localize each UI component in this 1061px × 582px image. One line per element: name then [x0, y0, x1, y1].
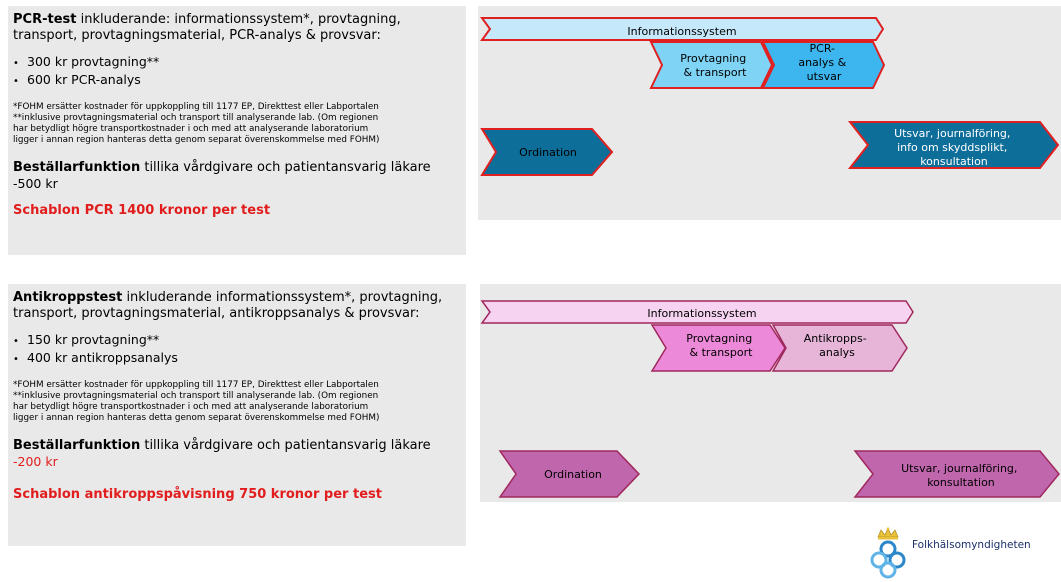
- pcr-flow-panel: Informationssystem Provtagning & transpo…: [478, 6, 1061, 220]
- list-item: 400 kr antikroppsanalys: [13, 350, 460, 368]
- antibody-info-system-label: Informationssystem: [647, 307, 756, 320]
- footnote-line: har betydligt högre transportkostnader i…: [13, 124, 369, 134]
- antibody-orderer: Beställarfunktion tillika vårdgivare och…: [13, 438, 460, 471]
- antibody-sampling-arrow: [650, 324, 786, 372]
- list-item: 150 kr provtagning**: [13, 332, 460, 350]
- orderer-bold: Beställarfunktion: [13, 160, 141, 175]
- orderer-rest: tillika vårdgivare och patientansvarig l…: [140, 160, 431, 175]
- antibody-analysis-label: Antikropps- analys: [804, 332, 870, 359]
- list-item: 600 kr PCR-analys: [13, 72, 460, 90]
- pcr-info-system-arrow: [480, 17, 885, 41]
- pcr-analysis-label: PCR- analys & utsvar: [798, 42, 849, 83]
- footnote-line: *FOHM ersätter kostnader för uppkoppling…: [13, 380, 379, 390]
- antibody-template-price: Schablon antikroppspåvisning 750 kronor …: [13, 487, 382, 502]
- antibody-info-system-arrow: [480, 300, 914, 324]
- pcr-description-box: PCR-test inkluderande: informationssyste…: [8, 6, 466, 255]
- antibody-result-label: Utsvar, journalföring, konsultation: [901, 462, 1021, 489]
- antibody-description-box: Antikroppstest inkluderande informations…: [8, 284, 466, 546]
- antibody-deduction: -200 kr: [13, 454, 58, 469]
- pcr-title: PCR-test: [13, 12, 77, 27]
- pcr-result-label: Utsvar, journalföring, info om skyddspli…: [894, 127, 1014, 168]
- antibody-title-rest: inkluderande informationssystem*, provta…: [13, 290, 443, 321]
- orderer-rest: tillika vårdgivare och patientansvarig l…: [140, 438, 431, 453]
- footnote-line: har betydligt högre transportkostnader i…: [13, 402, 369, 412]
- antibody-intro: Antikroppstest inkluderande informations…: [13, 290, 460, 322]
- pcr-template-price: Schablon PCR 1400 kronor per test: [13, 203, 271, 218]
- pcr-order-arrow: [480, 128, 614, 176]
- footnote-line: **inklusive provtagningsmaterial och tra…: [13, 113, 379, 123]
- pcr-title-rest: inkluderande: informationssystem*, provt…: [13, 12, 401, 43]
- antibody-flow-panel: Informationssystem Provtagning & transpo…: [480, 284, 1061, 502]
- antibody-analysis-arrow: [771, 324, 908, 372]
- pcr-orderer: Beställarfunktion tillika vårdgivare och…: [13, 160, 460, 193]
- pcr-order-label: Ordination: [519, 146, 577, 159]
- pcr-cost-list: 300 kr provtagning** 600 kr PCR-analys: [13, 54, 460, 90]
- folkhalsomyndigheten-logo: Folkhälsomyndigheten: [866, 527, 1061, 582]
- antibody-result-arrow: [853, 450, 1060, 498]
- pcr-result-arrow: [847, 121, 1060, 169]
- footnote-line: **inklusive provtagningsmaterial och tra…: [13, 391, 379, 401]
- antibody-flow-diagram: Informationssystem Provtagning & transpo…: [480, 300, 1060, 498]
- antibody-order-arrow: [498, 450, 641, 498]
- footnote-line: ligger i annan region hanteras detta gen…: [13, 413, 380, 423]
- pcr-footnote: *FOHM ersätter kostnader för uppkoppling…: [13, 102, 460, 146]
- antibody-order-label: Ordination: [544, 468, 602, 481]
- orderer-bold: Beställarfunktion: [13, 438, 141, 453]
- pcr-sampling-label: Provtagning & transport: [680, 52, 749, 79]
- pcr-info-system-label: Informationssystem: [627, 25, 736, 38]
- logo-wordmark: Folkhälsomyndigheten: [912, 539, 1031, 551]
- pcr-deduction: -500 kr: [13, 176, 58, 191]
- footnote-line: *FOHM ersätter kostnader för uppkoppling…: [13, 102, 379, 112]
- pcr-sampling-arrow: [649, 41, 774, 89]
- pcr-analysis-arrow: [761, 41, 886, 89]
- antibody-footnote: *FOHM ersätter kostnader för uppkoppling…: [13, 380, 460, 424]
- list-item: 300 kr provtagning**: [13, 54, 460, 72]
- footnote-line: ligger i annan region hanteras detta gen…: [13, 135, 380, 145]
- antibody-title: Antikroppstest: [13, 290, 123, 305]
- crown-hearts-icon: [870, 527, 906, 579]
- antibody-cost-list: 150 kr provtagning** 400 kr antikroppsan…: [13, 332, 460, 368]
- pcr-flow-diagram: Informationssystem Provtagning & transpo…: [480, 17, 1060, 176]
- pcr-intro: PCR-test inkluderande: informationssyste…: [13, 12, 460, 44]
- antibody-sampling-label: Provtagning & transport: [686, 332, 755, 359]
